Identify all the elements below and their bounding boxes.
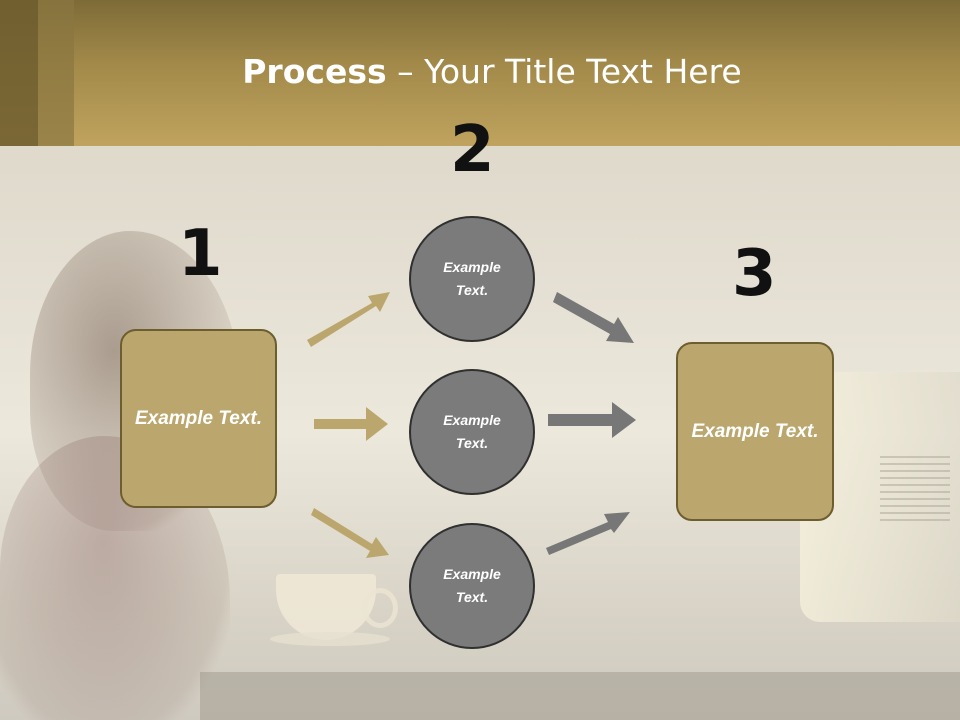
step2-circle-top[interactable]: Example Text. [409,216,535,342]
step1-box[interactable]: Example Text. [120,329,277,508]
step2-circle-bottom[interactable]: Example Text. [409,523,535,649]
step1-box-label: Example Text. [134,408,263,429]
step-number-1: 1 [178,217,223,291]
circle-top-label: Example Text. [443,259,501,298]
step2-circle-middle[interactable]: Example Text. [409,369,535,495]
arrow-gold-right [314,407,388,441]
header-band [0,0,960,146]
title-bold: Process [242,52,387,91]
arrow-gray-up [546,512,630,555]
arrow-gray-right [548,402,636,438]
slide-title[interactable]: Process – Your Title Text Here [0,52,960,91]
title-rest: – Your Title Text Here [386,52,742,91]
photo-saucer [270,632,390,646]
photo-monitor-vent [880,456,950,526]
step-number-3: 3 [732,237,777,311]
step3-box[interactable]: Example Text. [676,342,834,521]
photo-cup-handle [362,588,398,628]
arrow-gold-down [311,508,389,558]
step3-box-label: Example Text. [691,421,819,442]
circle-bottom-label: Example Text. [443,566,501,605]
header-accent-mid [38,0,74,146]
photo-desk [200,672,960,720]
circle-middle-label: Example Text. [443,412,501,451]
header-accent-dark [0,0,38,146]
step-number-2: 2 [450,113,495,187]
arrow-gold-up [307,292,390,347]
arrow-gray-down [553,292,634,343]
